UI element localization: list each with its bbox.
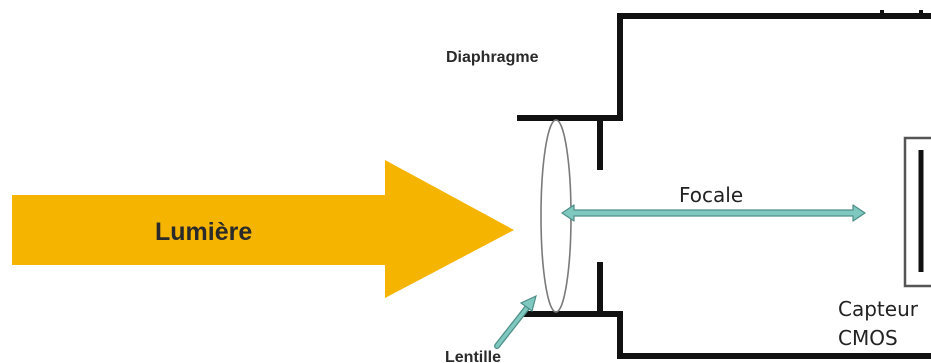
sensor-frame	[903, 136, 931, 288]
camera-body	[517, 13, 931, 359]
sensor-label-line1: Capteur	[838, 297, 919, 321]
lens-pointer-arrow	[494, 294, 537, 349]
diaphragm-label: Diaphragme	[446, 49, 539, 66]
sensor-label-line2: CMOS	[838, 326, 898, 350]
light-arrow	[12, 160, 514, 298]
camera-body-upper	[517, 13, 931, 121]
cmos-sensor	[903, 136, 931, 288]
light-label: Lumière	[155, 218, 252, 246]
focal-length-label: Focale	[679, 183, 743, 207]
lens-label: Lentille	[445, 349, 501, 363]
camera-body-lower	[521, 311, 931, 359]
focal-length-arrow	[561, 204, 866, 222]
